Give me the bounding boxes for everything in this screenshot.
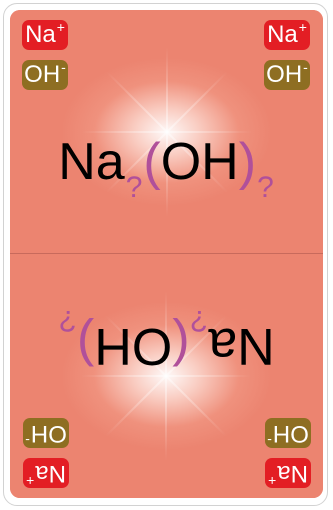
- hydroxide-charge: -: [267, 433, 272, 449]
- formula-group: OH: [94, 317, 173, 375]
- card-top-half: Na+ Na+ OH- OH- Na?(OH)?: [10, 10, 323, 254]
- formula-group: OH: [160, 133, 239, 191]
- hydroxide-charge: -: [61, 59, 66, 75]
- sodium-charge: +: [268, 473, 277, 489]
- formula-close-paren: ): [238, 133, 257, 191]
- sodium-charge: +: [298, 19, 307, 35]
- hydroxide-ion-badge: OH-: [22, 59, 68, 90]
- chemistry-card[interactable]: Na+ Na+ OH- OH- Na?(OH)? Na+ Na+ OH- OH-: [10, 10, 323, 498]
- chemical-formula: Na?(OH)?: [10, 132, 323, 204]
- sodium-ion-badge: Na+: [22, 19, 68, 50]
- formula-subscript: ?: [190, 304, 208, 337]
- sodium-ion-badge: Na+: [23, 458, 69, 489]
- sodium-symbol: Na: [277, 460, 308, 487]
- hydroxide-ion-badge: OH-: [23, 418, 69, 449]
- card-center-divider: [10, 253, 323, 254]
- formula-element: Na: [58, 133, 125, 191]
- hydroxide-ion-badge: OH-: [264, 59, 310, 90]
- light-ray: [165, 47, 168, 217]
- sodium-symbol: Na: [25, 21, 56, 48]
- sodium-ion-badge: Na+: [264, 19, 310, 50]
- hydroxide-ion-badge: OH-: [265, 418, 311, 449]
- hydroxide-symbol: OH: [30, 420, 67, 447]
- formula-close-paren: ): [76, 317, 95, 375]
- hydroxide-charge: -: [25, 433, 30, 449]
- hydroxide-symbol: OH: [272, 420, 309, 447]
- hydroxide-charge: -: [303, 59, 308, 75]
- sodium-symbol: Na: [267, 21, 298, 48]
- sodium-symbol: Na: [35, 460, 66, 487]
- formula-open-paren: (: [143, 133, 161, 191]
- sodium-ion-badge: Na+: [265, 458, 311, 489]
- hydroxide-symbol: OH: [266, 61, 303, 88]
- sodium-charge: +: [56, 19, 65, 35]
- card-bottom-half: Na+ Na+ OH- OH- Na?(OH)?: [10, 254, 323, 498]
- formula-subscript: ?: [59, 304, 76, 337]
- hydroxide-symbol: OH: [24, 61, 61, 88]
- chemical-formula: Na?(OH)?: [10, 304, 323, 376]
- sodium-charge: +: [26, 473, 35, 489]
- formula-element: Na: [208, 317, 275, 375]
- formula-subscript: ?: [125, 171, 143, 204]
- formula-subscript: ?: [257, 171, 274, 204]
- formula-open-paren: (: [172, 317, 190, 375]
